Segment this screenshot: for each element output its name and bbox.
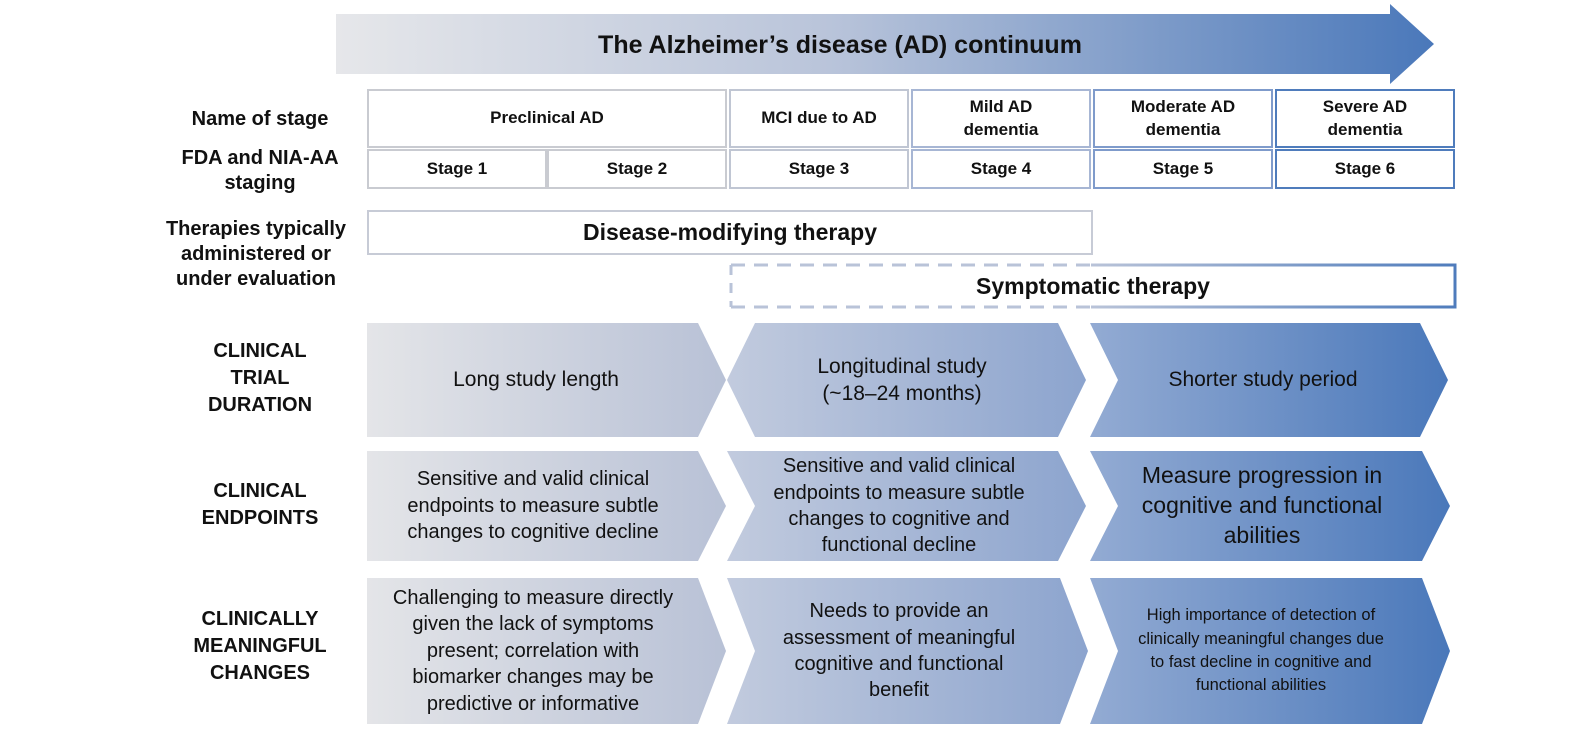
row-label-meaningful-changes: CLINICALLY MEANINGFUL CHANGES [150,606,370,687]
endpoints-late-line1: Measure progression in [1141,462,1383,489]
chevron-meaningful-mid [727,578,1088,724]
row-label-meaningful-line1: CLINICALLY [201,608,319,630]
row-label-meaningful-line3: CHANGES [209,662,310,684]
chevron-grid [367,323,1450,724]
endpoints-early-line1: Sensitive and valid clinical [416,468,650,491]
endpoints-early-line3: changes to cognitive decline [407,521,659,544]
stage-name-mild-line1: Mild AD [969,96,1033,116]
stage-number-3: Stage 3 [729,149,909,189]
endpoints-mid-line1: Sensitive and valid clinical [782,455,1016,478]
row-label-duration-line1: CLINICAL [213,340,307,362]
stage-name-moderate: Moderate AD dementia [1093,89,1273,148]
duration-mid-line2: (~18–24 months) [822,382,982,405]
meaningful-mid-line4: benefit [868,679,930,702]
stage-name-mci: MCI due to AD [729,89,909,148]
row-label-duration-line2: TRIAL [230,367,290,389]
endpoints-early-line2: endpoints to measure subtle [407,494,659,517]
meaningful-mid-line1: Needs to provide an [809,600,989,623]
meaningful-mid-text: Needs to provide an assessment of meanin… [740,578,1086,724]
row-label-therapies-line1: Therapies typically [165,218,347,240]
row-label-meaningful-line2: MEANINGFUL [193,635,327,657]
chevron-endpoints-late [1090,451,1450,561]
meaningful-late-line1: High importance of detection of [1146,606,1376,625]
stage-name-mild-line2: dementia [963,119,1039,139]
stage-name-severe: Severe AD dementia [1275,89,1455,148]
row-label-therapies: Therapies typically administered or unde… [140,217,372,292]
stage-number-4: Stage 4 [911,149,1091,189]
stage-number-5: Stage 5 [1093,149,1273,189]
chevron-meaningful-early [367,578,726,724]
stage-number-1: Stage 1 [367,149,547,189]
meaningful-early-line5: predictive or informative [426,692,640,715]
meaningful-mid-line3: cognitive and functional [794,653,1004,675]
stage-number-2: Stage 2 [547,149,727,189]
chevron-meaningful-late [1090,578,1450,724]
chevron-duration-early [367,323,726,437]
meaningful-early-line3: present; correlation with [426,639,640,662]
row-label-therapies-line3: under evaluation [175,268,337,290]
continuum-title: The Alzheimer’s disease (AD) continuum [598,30,1082,59]
stage-number-6: Stage 6 [1275,149,1455,189]
row-label-fda-line1: FDA and NIA-AA [181,147,339,169]
endpoints-mid-line3: changes to cognitive and [788,508,1010,530]
chevron-duration-late [1090,323,1448,437]
duration-late-text: Shorter study period [1168,368,1358,392]
endpoints-mid-line2: endpoints to measure subtle [773,481,1025,504]
row-label-endpoints: CLINICAL ENDPOINTS [150,478,370,532]
row-label-fda-staging: FDA and NIA-AA staging [140,146,380,196]
duration-mid-line1: Longitudinal study [817,354,987,378]
symptomatic-therapy-border [729,263,1457,309]
stage-name-severe-line2: dementia [1327,119,1403,139]
row-label-trial-duration: CLINICAL TRIAL DURATION [150,338,370,419]
endpoints-late-text: Measure progression in cognitive and fun… [1100,451,1450,561]
stage-name-moderate-line2: dementia [1145,119,1221,139]
meaningful-late-line3: to fast decline in cognitive and [1150,653,1372,671]
stage-name-moderate-line1: Moderate AD [1130,96,1236,116]
symptomatic-therapy-bar: Symptomatic therapy [976,272,1210,299]
chevron-endpoints-mid [727,451,1086,561]
row-label-therapies-line2: administered or [180,243,332,265]
row-label-fda-line2: staging [224,172,296,194]
row-label-name-of-stage: Name of stage [191,107,329,130]
meaningful-early-text: Challenging to measure directly given th… [367,578,727,724]
endpoints-late-line2: cognitive and functional [1141,492,1383,519]
endpoints-mid-text: Sensitive and valid clinical endpoints t… [740,451,1086,561]
meaningful-early-line1: Challenging to measure directly [392,587,674,610]
continuum-arrow [336,4,1434,84]
meaningful-early-line2: given the lack of symptoms [412,613,654,636]
meaningful-mid-line2: assessment of meaningful [782,626,1016,649]
chevron-endpoints-early [367,451,726,561]
endpoints-early-text: Sensitive and valid clinical endpoints t… [367,451,727,561]
row-label-endpoints-line1: CLINICAL [213,480,307,502]
meaningful-late-text: High importance of detection of clinical… [1100,578,1450,724]
chevron-duration-mid [727,323,1086,437]
meaningful-late-line4: functional abilities [1195,676,1327,695]
stage-name-severe-line1: Severe AD [1322,96,1408,116]
stage-name-preclinical: Preclinical AD [367,89,727,148]
stage-name-mild: Mild AD dementia [911,89,1091,148]
row-label-endpoints-line2: ENDPOINTS [201,507,319,529]
duration-early-text: Long study length [453,368,619,392]
meaningful-early-line4: biomarker changes may be [412,666,654,689]
row-label-duration-line3: DURATION [207,394,313,416]
meaningful-late-line2: clinically meaningful changes due [1138,629,1384,648]
duration-mid-text: Longitudinal study (~18–24 months) [740,323,1086,437]
endpoints-mid-line4: functional decline [821,534,977,557]
disease-modifying-therapy-bar: Disease-modifying therapy [367,210,1093,255]
endpoints-late-line3: abilities [1223,521,1301,548]
